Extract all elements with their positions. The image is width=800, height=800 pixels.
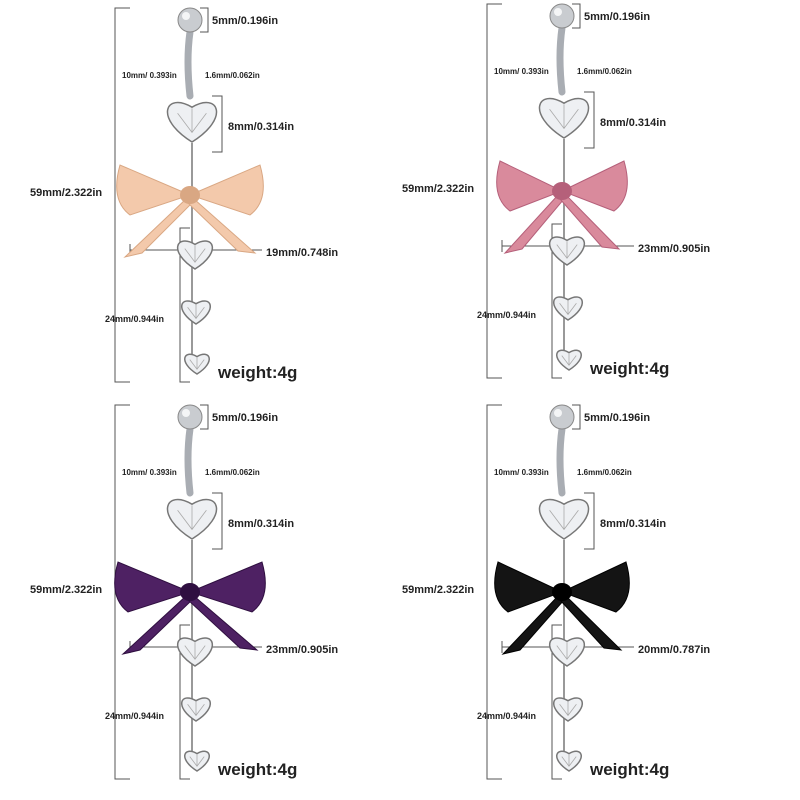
bow-right-loop [188, 561, 266, 613]
weight-label: weight:4g [217, 363, 297, 382]
bow-right-loop [188, 164, 264, 216]
total-length-label: 59mm/2.322in [30, 584, 102, 596]
top-ball [549, 404, 575, 430]
gem-facet [187, 701, 205, 717]
gem-facet [559, 701, 577, 717]
gauge-label: 1.6mm/0.062in [205, 71, 260, 80]
bar-length-label: 10mm/ 0.393in [494, 468, 549, 477]
ball-dim-line [200, 7, 209, 33]
ball-size-label: 5mm/0.196in [212, 412, 278, 424]
bow-width-label: 23mm/0.905in [266, 644, 338, 656]
heart-size-label: 8mm/0.314in [228, 518, 294, 530]
product-black: 5mm/0.196in 10mm/ 0.393in 1.6mm/0.062in 8mm… [402, 404, 710, 780]
barbell-bar [556, 425, 566, 497]
gauge-label: 1.6mm/0.062in [577, 468, 632, 477]
total-length-label: 59mm/2.322in [402, 183, 474, 195]
dangle-length-label: 24mm/0.944in [477, 711, 536, 721]
dangle-length-label: 24mm/0.944in [477, 310, 536, 320]
gem-facet [184, 245, 206, 263]
bow-right-loop [560, 160, 628, 212]
bow-left-loop [496, 160, 564, 212]
ball-dim-line [572, 3, 581, 29]
bow-left-loop [116, 164, 192, 216]
gem-facet [177, 505, 207, 531]
total-length-label: 59mm/2.322in [402, 584, 474, 596]
ball-dim-line [572, 404, 581, 430]
dangle-dim-line [179, 227, 190, 383]
ball-dim-line [200, 404, 209, 430]
dangle-dim-line [551, 223, 562, 379]
gem-facet [561, 754, 577, 767]
bar-length-label: 10mm/ 0.393in [494, 67, 549, 76]
product-peach: 5mm/0.196in 10mm/ 0.393in 1.6mm/0.062in 8mm… [30, 7, 338, 383]
ball-size-label: 5mm/0.196in [584, 11, 650, 23]
bar-length-label: 10mm/ 0.393in [122, 71, 177, 80]
bow-width-label: 19mm/0.748in [266, 247, 338, 259]
total-length-label: 59mm/2.322in [30, 187, 102, 199]
barbell-bar [556, 24, 566, 96]
ball-highlight [182, 12, 190, 20]
top-ball [549, 3, 575, 29]
bow-knot [552, 583, 572, 601]
gauge-label: 1.6mm/0.062in [577, 67, 632, 76]
gem-facet [549, 104, 579, 130]
heart-size-label: 8mm/0.314in [228, 121, 294, 133]
total-length-line [486, 3, 502, 379]
gem-facet [556, 642, 578, 660]
bow-left-loop [494, 561, 564, 613]
gem-facet [189, 357, 205, 370]
dangle-dim-line [551, 624, 562, 780]
gem-facet [561, 353, 577, 366]
product-purple: 5mm/0.196in 10mm/ 0.393in 1.6mm/0.062in 8mm… [30, 404, 338, 780]
total-length-line [114, 7, 130, 383]
ball-highlight [182, 409, 190, 417]
dangle-length-label: 24mm/0.944in [105, 711, 164, 721]
dangle-length-label: 24mm/0.944in [105, 314, 164, 324]
gauge-label: 1.6mm/0.062in [205, 468, 260, 477]
weight-label: weight:4g [589, 760, 669, 779]
ball-highlight [554, 8, 562, 16]
product-pink: 5mm/0.196in 10mm/ 0.393in 1.6mm/0.062in 8mm… [402, 3, 710, 379]
heart-dim-line [212, 95, 223, 153]
dangle-dim-line [179, 624, 190, 780]
bow-left-loop [114, 561, 192, 613]
total-length-line [486, 404, 502, 780]
gem-facet [177, 108, 207, 134]
heart-size-label: 8mm/0.314in [600, 117, 666, 129]
bow-right-loop [560, 561, 630, 613]
ball-size-label: 5mm/0.196in [212, 15, 278, 27]
gem-facet [189, 754, 205, 767]
bow-knot [552, 182, 572, 200]
gem-facet [184, 642, 206, 660]
gem-facet [559, 300, 577, 316]
gem-facet [187, 304, 205, 320]
bow-width-label: 23mm/0.905in [638, 243, 710, 255]
ball-highlight [554, 409, 562, 417]
gem-facet [556, 241, 578, 259]
barbell-bar [184, 28, 194, 100]
top-ball [177, 7, 203, 33]
heart-dim-line [584, 91, 595, 149]
weight-label: weight:4g [589, 359, 669, 378]
bow-width-label: 20mm/0.787in [638, 644, 710, 656]
gem-facet [549, 505, 579, 531]
bow-knot [180, 583, 200, 601]
ball-size-label: 5mm/0.196in [584, 412, 650, 424]
barbell-bar [184, 425, 194, 497]
bow-knot [180, 186, 200, 204]
weight-label: weight:4g [217, 760, 297, 779]
heart-size-label: 8mm/0.314in [600, 518, 666, 530]
top-ball [177, 404, 203, 430]
bar-length-label: 10mm/ 0.393in [122, 468, 177, 477]
heart-dim-line [212, 492, 223, 550]
heart-dim-line [584, 492, 595, 550]
